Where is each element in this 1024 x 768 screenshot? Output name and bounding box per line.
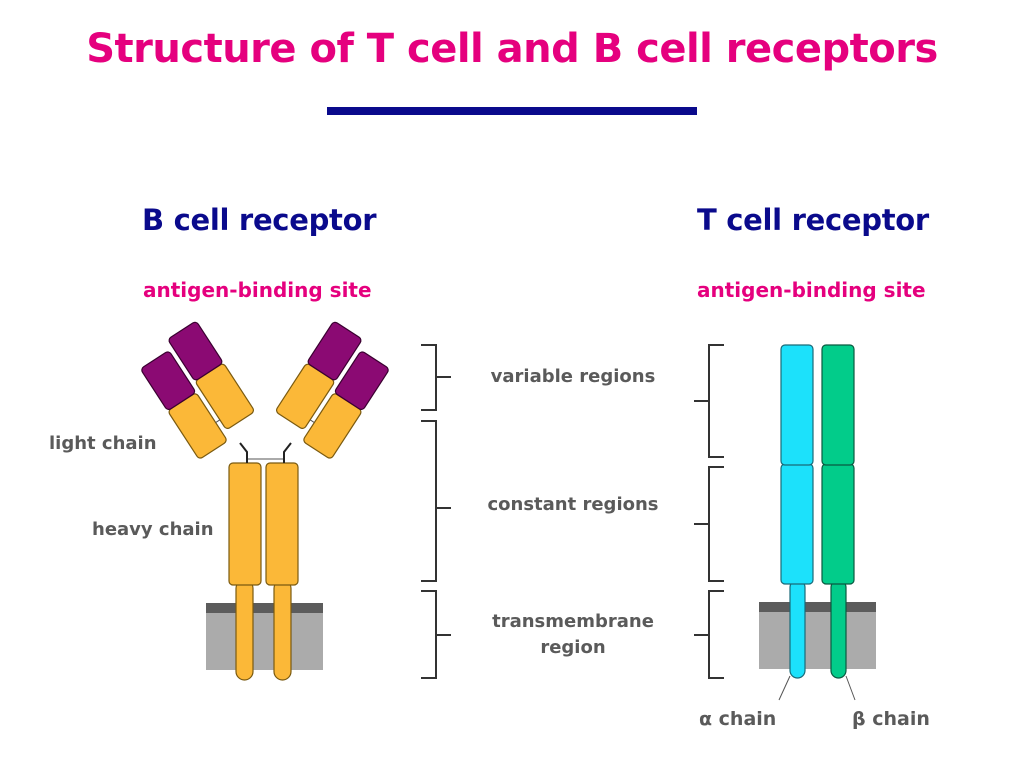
t-alpha-pointer bbox=[778, 675, 791, 701]
alpha-chain-label: α chain bbox=[699, 708, 777, 730]
membrane-body bbox=[206, 603, 323, 670]
t-alpha-constant bbox=[780, 463, 814, 585]
membrane-top bbox=[206, 603, 323, 613]
variable-regions-label: variable regions bbox=[490, 366, 656, 387]
heavy-chain-label: heavy chain bbox=[92, 519, 214, 540]
t-beta-variable bbox=[821, 344, 855, 466]
bracket-transmembrane-right bbox=[708, 590, 724, 679]
t-beta-tail bbox=[830, 579, 847, 679]
t-alpha-variable bbox=[780, 344, 814, 466]
b-left-interchain-bond bbox=[215, 419, 221, 423]
title-underline bbox=[327, 107, 697, 115]
b-left-arm bbox=[141, 321, 254, 459]
light-chain-label: light chain bbox=[49, 433, 157, 454]
b-left-light-variable bbox=[141, 351, 196, 410]
b-cell-heading: B cell receptor bbox=[142, 203, 377, 237]
right-brackets bbox=[694, 344, 724, 679]
t-beta-chain bbox=[821, 344, 856, 701]
t-beta-pointer bbox=[845, 675, 856, 701]
b-right-light-variable bbox=[334, 351, 389, 410]
transmembrane-region-label: transmembrane region bbox=[473, 609, 673, 661]
bracket-constant-left bbox=[421, 420, 437, 582]
left-brackets bbox=[421, 344, 451, 679]
t-cell-binding-site-label: antigen-binding site bbox=[697, 278, 926, 302]
membrane-body bbox=[759, 602, 876, 669]
t-cell-heading: T cell receptor bbox=[697, 203, 929, 237]
bracket-variable-left bbox=[421, 344, 437, 411]
transmembrane-label-line2: region bbox=[540, 637, 606, 658]
b-cell-membrane bbox=[206, 603, 323, 670]
t-cell-membrane bbox=[759, 602, 876, 669]
b-heavy-chain-constant-right bbox=[265, 462, 299, 586]
bracket-variable-right bbox=[708, 344, 724, 458]
b-right-arm bbox=[276, 321, 389, 459]
b-heavy-chain-tail-left bbox=[235, 579, 254, 681]
bracket-constant-right bbox=[708, 466, 724, 582]
b-hinge-right bbox=[283, 442, 292, 463]
t-beta-constant bbox=[821, 463, 855, 585]
b-hinge-left bbox=[239, 442, 248, 463]
t-alpha-tail bbox=[789, 579, 806, 679]
b-right-interchain-bond bbox=[309, 419, 315, 423]
b-right-heavy-variable bbox=[307, 321, 362, 381]
b-left-heavy-variable bbox=[168, 321, 223, 381]
t-alpha-chain bbox=[778, 344, 814, 701]
membrane-top bbox=[759, 602, 876, 612]
b-heavy-chain-constant-left bbox=[228, 462, 262, 586]
beta-chain-label: β chain bbox=[852, 708, 930, 730]
b-cell-binding-site-label: antigen-binding site bbox=[143, 278, 372, 302]
b-heavy-chain-tail-right bbox=[273, 579, 292, 681]
constant-regions-label: constant regions bbox=[487, 494, 659, 515]
transmembrane-label-line1: transmembrane bbox=[492, 611, 654, 632]
bracket-transmembrane-left bbox=[421, 590, 437, 679]
page-title: Structure of T cell and B cell receptors bbox=[86, 26, 938, 72]
